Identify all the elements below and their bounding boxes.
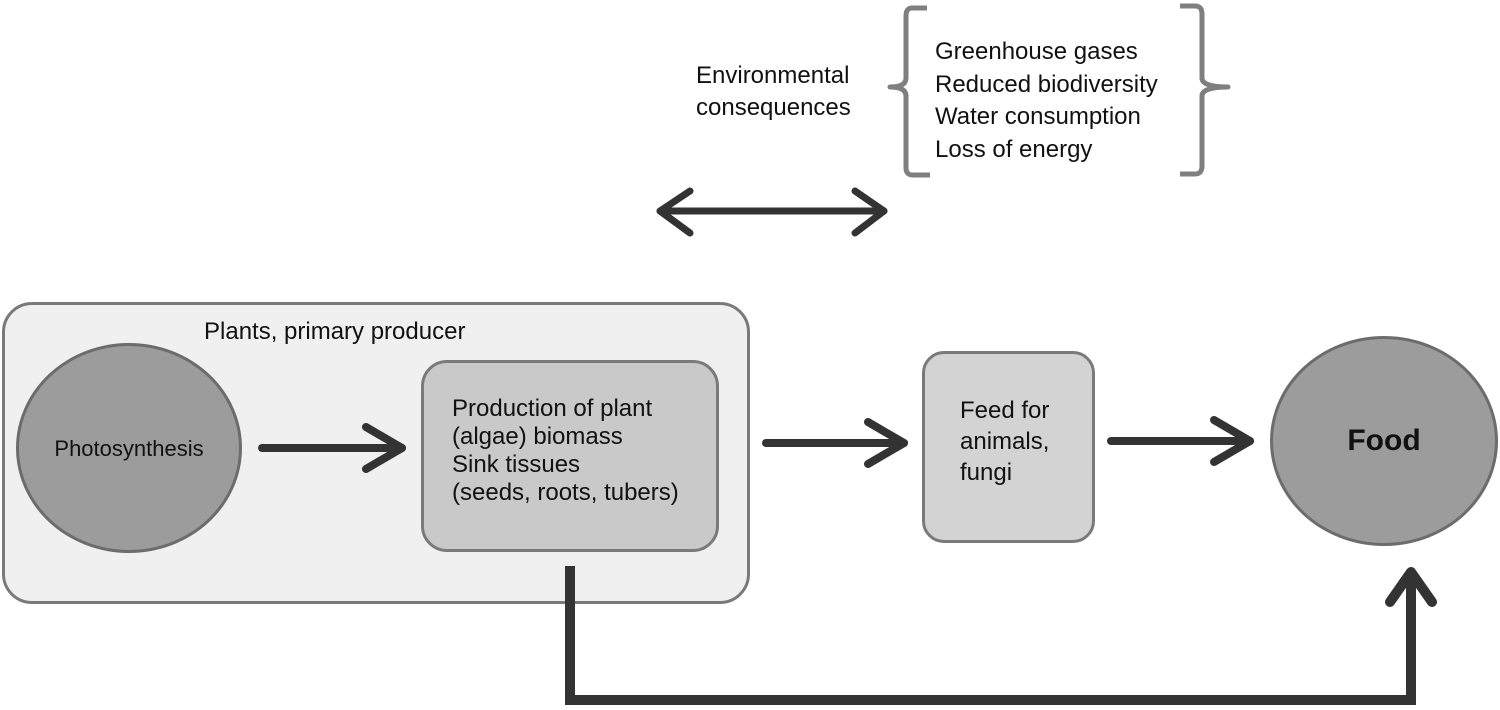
feed-node (922, 351, 1095, 543)
arrow-biomass-to-food-direct (565, 566, 1437, 705)
biomass-line: (algae) biomass (452, 423, 623, 450)
arrow-biomass-to-feed (762, 418, 908, 468)
biomass-line: Sink tissues (452, 451, 581, 478)
consequences-list: Greenhouse gases Reduced biodiversity Wa… (935, 36, 1158, 166)
food-label: Food (1347, 424, 1421, 457)
biomass-node (421, 360, 719, 552)
photosynthesis-label: Photosynthesis (54, 435, 204, 461)
environmental-consequences-label: Environmental consequences (696, 60, 851, 124)
consequence-item: Reduced biodiversity (935, 70, 1158, 98)
arrow-photosynthesis-to-biomass (258, 423, 406, 473)
consequence-item: Water consumption (935, 103, 1141, 130)
double-arrow (656, 187, 888, 237)
feed-text: Feed for animals, fungi (960, 395, 1049, 488)
arrow-feed-to-food (1107, 416, 1254, 466)
consequences-label-line: consequences (696, 94, 851, 121)
food-node (1270, 336, 1498, 546)
plants-box-title: Plants, primary producer (204, 318, 466, 345)
right-bracket (1180, 3, 1231, 177)
feed-line: fungi (960, 459, 1013, 486)
feed-line: animals, (960, 428, 1050, 455)
consequence-item: Greenhouse gases (935, 38, 1138, 65)
biomass-text: Production of plant (algae) biomass Sink… (452, 395, 679, 507)
biomass-line: Production of plant (452, 395, 653, 422)
biomass-line: (seeds, roots, tubers) (452, 479, 679, 506)
consequences-label-line: Environmental (696, 62, 850, 89)
photosynthesis-node (16, 343, 242, 553)
consequence-item: Loss of energy (935, 135, 1093, 163)
left-bracket (887, 5, 930, 178)
feed-line: Feed for (960, 397, 1050, 424)
